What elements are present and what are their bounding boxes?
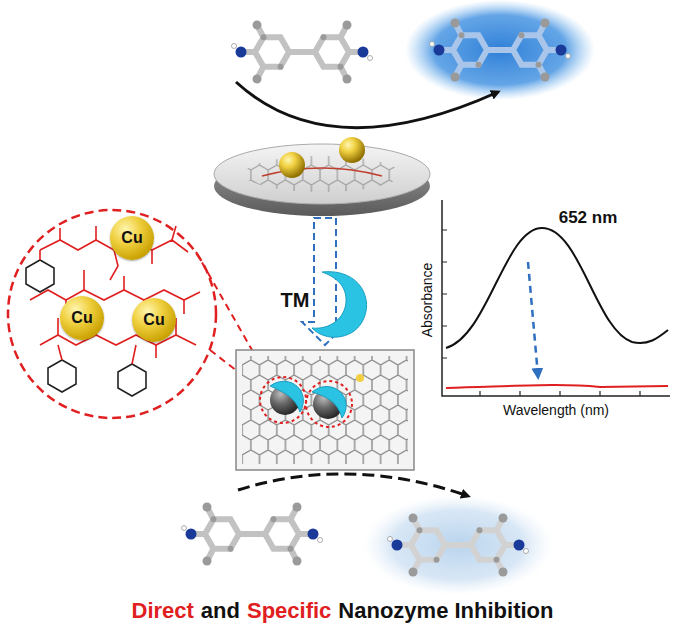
tmb-molecule	[232, 21, 373, 84]
peak-label: 652 nm	[559, 208, 618, 228]
copper-sphere: Cu	[132, 298, 176, 342]
copper-sphere: Cu	[110, 216, 154, 260]
title-word: Direct	[132, 598, 194, 624]
polymer-structure	[26, 226, 200, 396]
axis-title: Wavelength (nm)	[503, 402, 609, 418]
title-word: and	[201, 598, 240, 624]
oxtmb-molecule	[363, 495, 553, 595]
element-label: Cu	[143, 311, 164, 329]
zoom-circle	[8, 210, 216, 418]
inhibitor-label: TM	[278, 289, 313, 312]
nanozyme-dish	[214, 137, 430, 216]
absorbance-chart	[442, 200, 670, 396]
copper-sphere: Cu	[60, 296, 104, 340]
element-label: Cu	[71, 309, 92, 327]
title-word: Specific	[247, 598, 331, 624]
tmb-molecule	[182, 503, 323, 566]
reaction-arrow	[236, 82, 498, 128]
title-line: Direct and Specific Nanozyme Inhibition	[0, 598, 685, 624]
tm-crescent	[312, 272, 367, 338]
inhibited-reaction-arrow	[238, 474, 468, 496]
element-label: Cu	[121, 229, 142, 247]
title-word: Nanozyme Inhibition	[338, 598, 553, 624]
axis-title: Absorbance	[419, 263, 435, 338]
oxtmb-molecule	[405, 0, 595, 100]
inhibited-nanozyme-panel	[236, 350, 414, 470]
